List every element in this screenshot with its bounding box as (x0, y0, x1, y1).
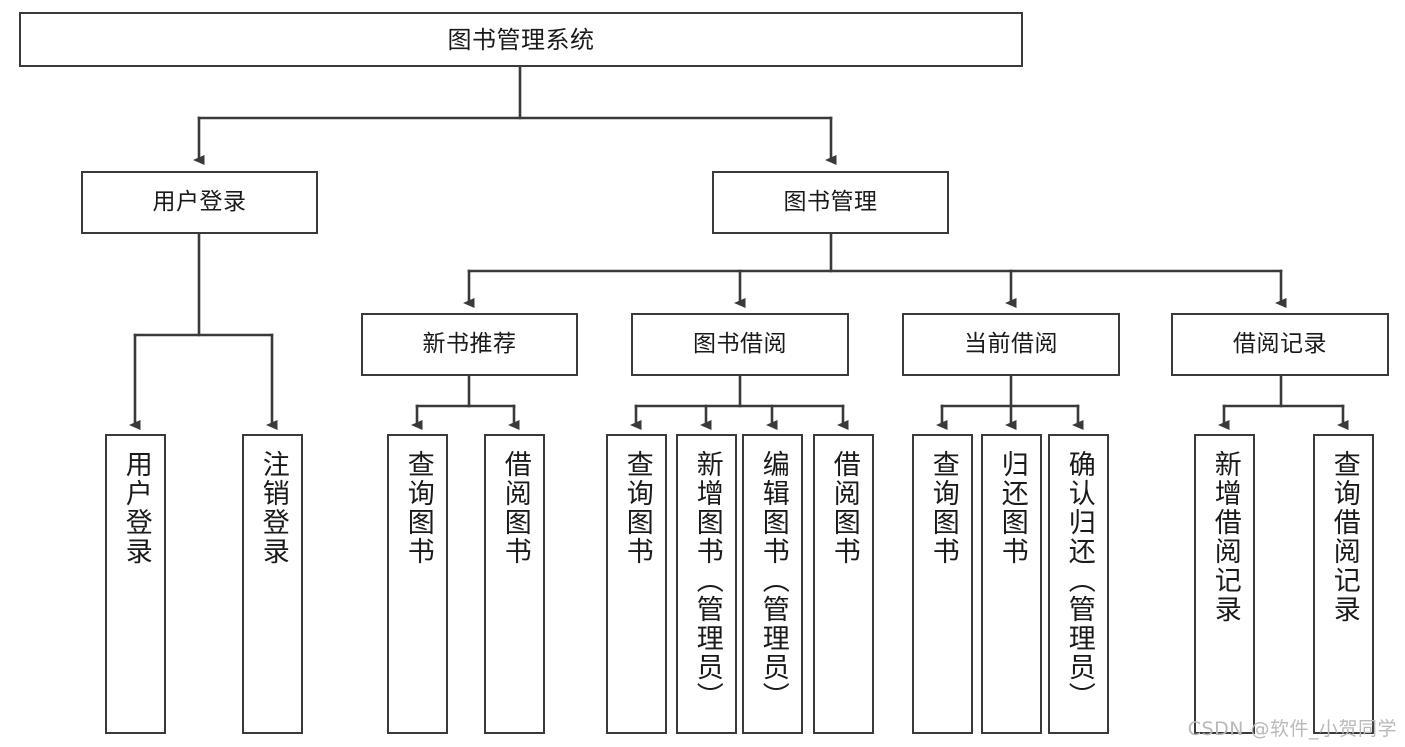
node-label: 查询图书 (927, 450, 959, 566)
node-label: 新增借阅记录 (1209, 450, 1241, 624)
node-label: 用户登录 (120, 450, 152, 566)
node-label: 图书借阅 (693, 331, 787, 357)
leaf-return-book[interactable]: 归还图书 (981, 434, 1042, 734)
node-label: 新书推荐 (422, 331, 517, 357)
leaf-query-borrow-record[interactable]: 查询借阅记录 (1313, 434, 1374, 734)
node-label: 用户登录 (152, 189, 247, 215)
node-label: 注销登录 (257, 450, 289, 566)
node-label: 查询图书 (402, 450, 434, 566)
node-label: 新增图书（管理员） (691, 450, 723, 711)
node-book-management[interactable]: 图书管理 (712, 171, 949, 234)
leaf-add-borrow-record[interactable]: 新增借阅记录 (1194, 434, 1255, 734)
leaf-borrow-book-recommend[interactable]: 借阅图书 (484, 434, 545, 734)
leaf-logout[interactable]: 注销登录 (242, 434, 303, 734)
leaf-borrow-book-borrowing[interactable]: 借阅图书 (813, 434, 874, 734)
leaf-query-book-recommend[interactable]: 查询图书 (387, 434, 448, 734)
watermark: CSDN @软件_小贺同学 (1187, 718, 1397, 740)
node-label: 编辑图书（管理员） (757, 450, 789, 711)
node-label: 借阅图书 (828, 450, 860, 566)
leaf-confirm-return-admin[interactable]: 确认归还（管理员） (1048, 434, 1109, 734)
node-label: 确认归还（管理员） (1063, 450, 1095, 711)
node-borrow-records[interactable]: 借阅记录 (1171, 313, 1389, 376)
node-label: 查询借阅记录 (1328, 450, 1360, 624)
node-label: 图书管理系统 (447, 25, 595, 54)
node-label: 图书管理 (783, 189, 878, 215)
node-label: 查询图书 (621, 450, 653, 566)
node-current-borrowing[interactable]: 当前借阅 (902, 313, 1120, 376)
leaf-query-book-current[interactable]: 查询图书 (912, 434, 973, 734)
node-label: 借阅记录 (1233, 331, 1327, 357)
node-label: 当前借阅 (964, 331, 1058, 357)
node-user-login[interactable]: 用户登录 (81, 171, 318, 234)
leaf-edit-book-admin[interactable]: 编辑图书（管理员） (742, 434, 803, 734)
node-label: 借阅图书 (499, 450, 531, 566)
node-new-book-recommendation[interactable]: 新书推荐 (361, 313, 578, 376)
leaf-user-login[interactable]: 用户登录 (105, 434, 166, 734)
node-root-book-management-system[interactable]: 图书管理系统 (19, 12, 1023, 67)
leaf-query-book-borrowing[interactable]: 查询图书 (606, 434, 667, 734)
leaf-add-book-admin[interactable]: 新增图书（管理员） (676, 434, 737, 734)
node-book-borrowing[interactable]: 图书借阅 (631, 313, 849, 376)
node-label: 归还图书 (996, 450, 1028, 566)
